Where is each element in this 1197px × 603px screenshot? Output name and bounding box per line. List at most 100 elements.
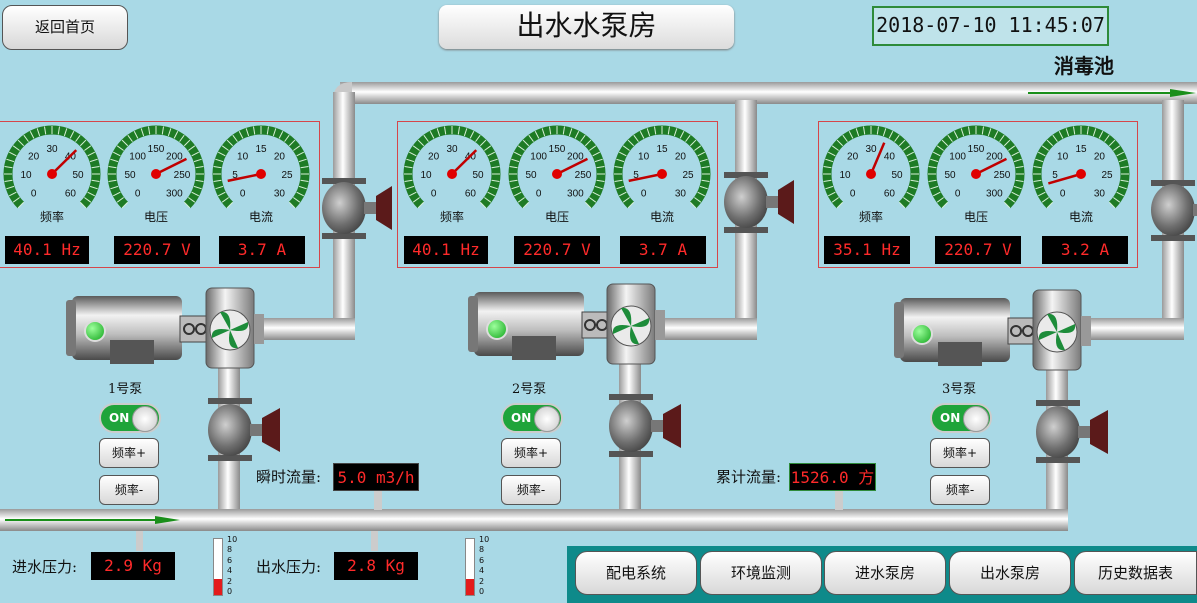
pump-3-volt-caption: 电压	[963, 210, 988, 224]
gauge-tick-label: 250	[174, 170, 191, 181]
gauge-tick	[412, 197, 420, 203]
gauge-hub	[552, 169, 562, 179]
gauge-tick-label: 20	[28, 152, 40, 163]
back-home-button[interactable]: 返回首页	[2, 5, 128, 50]
gauge-hub	[971, 169, 981, 179]
gauge-tick	[646, 128, 651, 137]
gauge-tick	[36, 128, 41, 137]
gauge-tick	[1011, 151, 1019, 157]
gauge-tick	[933, 191, 941, 197]
gauge-tick	[409, 191, 417, 197]
nav-inlet-pump-room[interactable]: 进水泵房	[824, 551, 946, 595]
pump-3-freq-down-button[interactable]: 频率-	[930, 475, 990, 505]
pump-3-freq-up-button[interactable]: 频率+	[930, 438, 990, 468]
gauge-tick-label: 20	[675, 152, 687, 163]
pump-1-freq-readout: 40.1 Hz	[5, 236, 89, 264]
gauge-tick-label: 100	[530, 152, 547, 163]
gauge-tick	[592, 191, 600, 197]
gauge-tick	[489, 185, 498, 190]
gauge-tick	[484, 145, 492, 151]
gauge-tick	[562, 126, 566, 135]
gauge-tick	[842, 134, 848, 142]
gauge-tick	[221, 197, 229, 203]
gauge-needle	[155, 157, 188, 176]
pump-1-toggle-label: ON	[109, 411, 130, 425]
gauge-tick-label: 20	[274, 152, 286, 163]
gauge-tick	[188, 145, 196, 151]
inlet-pressure-readout: 2.9 Kg	[91, 552, 175, 580]
outlet-pressure-readout: 2.8 Kg	[334, 552, 418, 580]
gauge-tick-label: 30	[1094, 188, 1106, 199]
gauge-tick	[1041, 197, 1049, 203]
gauge-tick	[511, 158, 520, 163]
page-title: 出水水泵房	[439, 5, 734, 49]
gauge-tick	[999, 134, 1005, 142]
thermo-tick-label: 0	[479, 587, 485, 596]
gauge-tick	[825, 158, 834, 163]
gauge-tick	[215, 158, 224, 163]
gauge-tick	[1013, 158, 1022, 163]
gauge-tick	[121, 201, 129, 209]
nav-history-table[interactable]: 历史数据表	[1074, 551, 1197, 595]
gauge-tick	[616, 158, 625, 163]
pump-3-toggle[interactable]: ON	[930, 403, 992, 433]
gauge-tick	[993, 131, 999, 139]
gauge-tick	[697, 191, 705, 197]
gauge-tick-label: 0	[1060, 188, 1066, 199]
gauge-tick-label: 5	[232, 170, 238, 181]
gauge-tick-label: 10	[237, 152, 249, 163]
gauge-tick	[213, 165, 222, 169]
gauge-tick	[823, 179, 832, 183]
gauge-needle	[227, 172, 262, 183]
nav-power-system[interactable]: 配电系统	[575, 551, 697, 595]
pump-1-volt-caption: 电压	[143, 210, 168, 224]
gauge-tick	[436, 128, 441, 137]
pump-1-freq-up-button[interactable]: 频率+	[99, 438, 159, 468]
nav-environment[interactable]: 环境监测	[700, 551, 822, 595]
gauge-tick	[12, 197, 20, 203]
gauge-tick	[288, 201, 296, 209]
gauge-tick	[941, 201, 949, 209]
pump-2-freq-down-button[interactable]: 频率-	[501, 475, 561, 505]
outlet-thermo-fill	[466, 579, 474, 595]
gauge-needle	[451, 149, 478, 175]
gauge-tick	[639, 131, 645, 139]
gauge-tick	[548, 126, 552, 135]
gauge-tick	[116, 197, 124, 203]
gauge-tick	[619, 191, 627, 197]
gauge-tick	[215, 185, 224, 190]
pump-2-graphic	[468, 283, 665, 365]
gauge-tick	[514, 151, 522, 157]
gauge-tick	[1035, 158, 1044, 163]
gauge-tick	[188, 197, 196, 203]
gauge-tick-label: 60	[884, 188, 896, 199]
gauge-tick-label: 0	[240, 188, 246, 199]
nav-outlet-pump-room[interactable]: 出水泵房	[949, 551, 1071, 595]
pump-1-toggle[interactable]: ON	[99, 403, 161, 433]
gauge-tick	[266, 126, 270, 135]
gauge-tick	[517, 145, 525, 151]
gauge-tick	[580, 134, 586, 142]
gauge-tick	[1118, 185, 1127, 190]
pump-1-freq-down-button[interactable]: 频率-	[99, 475, 159, 505]
gauge-tick-label: 50	[944, 170, 956, 181]
gauge-tick	[300, 165, 309, 169]
pump-2-gauge-panel	[397, 121, 718, 268]
gauge-tick-label: 300	[166, 188, 183, 199]
gauge-tick	[1113, 145, 1121, 151]
pump-3-curr-readout: 3.2 A	[1042, 236, 1128, 264]
pump-2-freq-up-button[interactable]: 频率+	[501, 438, 561, 468]
gauge-tick	[300, 179, 309, 183]
gauge-tick	[193, 185, 202, 190]
gauge-tick	[108, 165, 117, 169]
gauge-tick	[568, 128, 573, 137]
datetime-display: 2018-07-10 11:45:07	[872, 6, 1109, 46]
gauge-tick	[1008, 145, 1016, 151]
pump-2-toggle[interactable]: ON	[501, 403, 563, 433]
thermo-tick-label: 8	[227, 545, 233, 555]
gauge-tick	[91, 179, 100, 183]
